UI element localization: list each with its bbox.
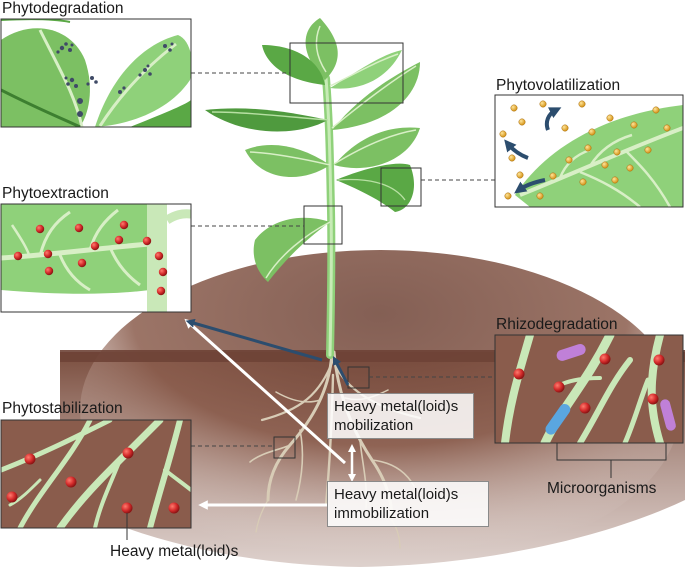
immobilization-line2: immobilization (334, 505, 430, 522)
immobilization-line1: Heavy metal(loid)s (334, 486, 459, 503)
phytostabilization-panel (0, 419, 192, 540)
mobilization-line2: mobilization (334, 417, 414, 434)
label-phytoextraction: Phytoextraction (2, 185, 109, 202)
flow-arrows (184, 318, 357, 510)
plant-stem (322, 74, 336, 359)
label-phytostabilization: Phytostabilization (2, 400, 123, 417)
immobilization-box: Heavy metal(loid)s immobilization (327, 481, 489, 527)
label-heavy-metals: Heavy metal(loid)s (110, 543, 239, 560)
plant-leaves (205, 18, 420, 282)
label-phytovolatilization: Phytovolatilization (496, 77, 621, 94)
rhizodegradation-panel (494, 334, 684, 478)
label-rhizodegradation: Rhizodegradation (496, 316, 618, 333)
mobilization-line1: Heavy metal(loid)s (334, 398, 459, 415)
dashed-connectors (191, 72, 495, 447)
phytodegradation-panel (0, 18, 192, 128)
label-phytodegradation: Phytodegradation (2, 0, 124, 17)
mobilization-box: Heavy metal(loid)s mobilization (327, 393, 474, 439)
phytoextraction-panel (0, 203, 192, 313)
label-microorganisms: Microorganisms (547, 480, 657, 497)
phytovolatilization-panel (494, 94, 684, 208)
